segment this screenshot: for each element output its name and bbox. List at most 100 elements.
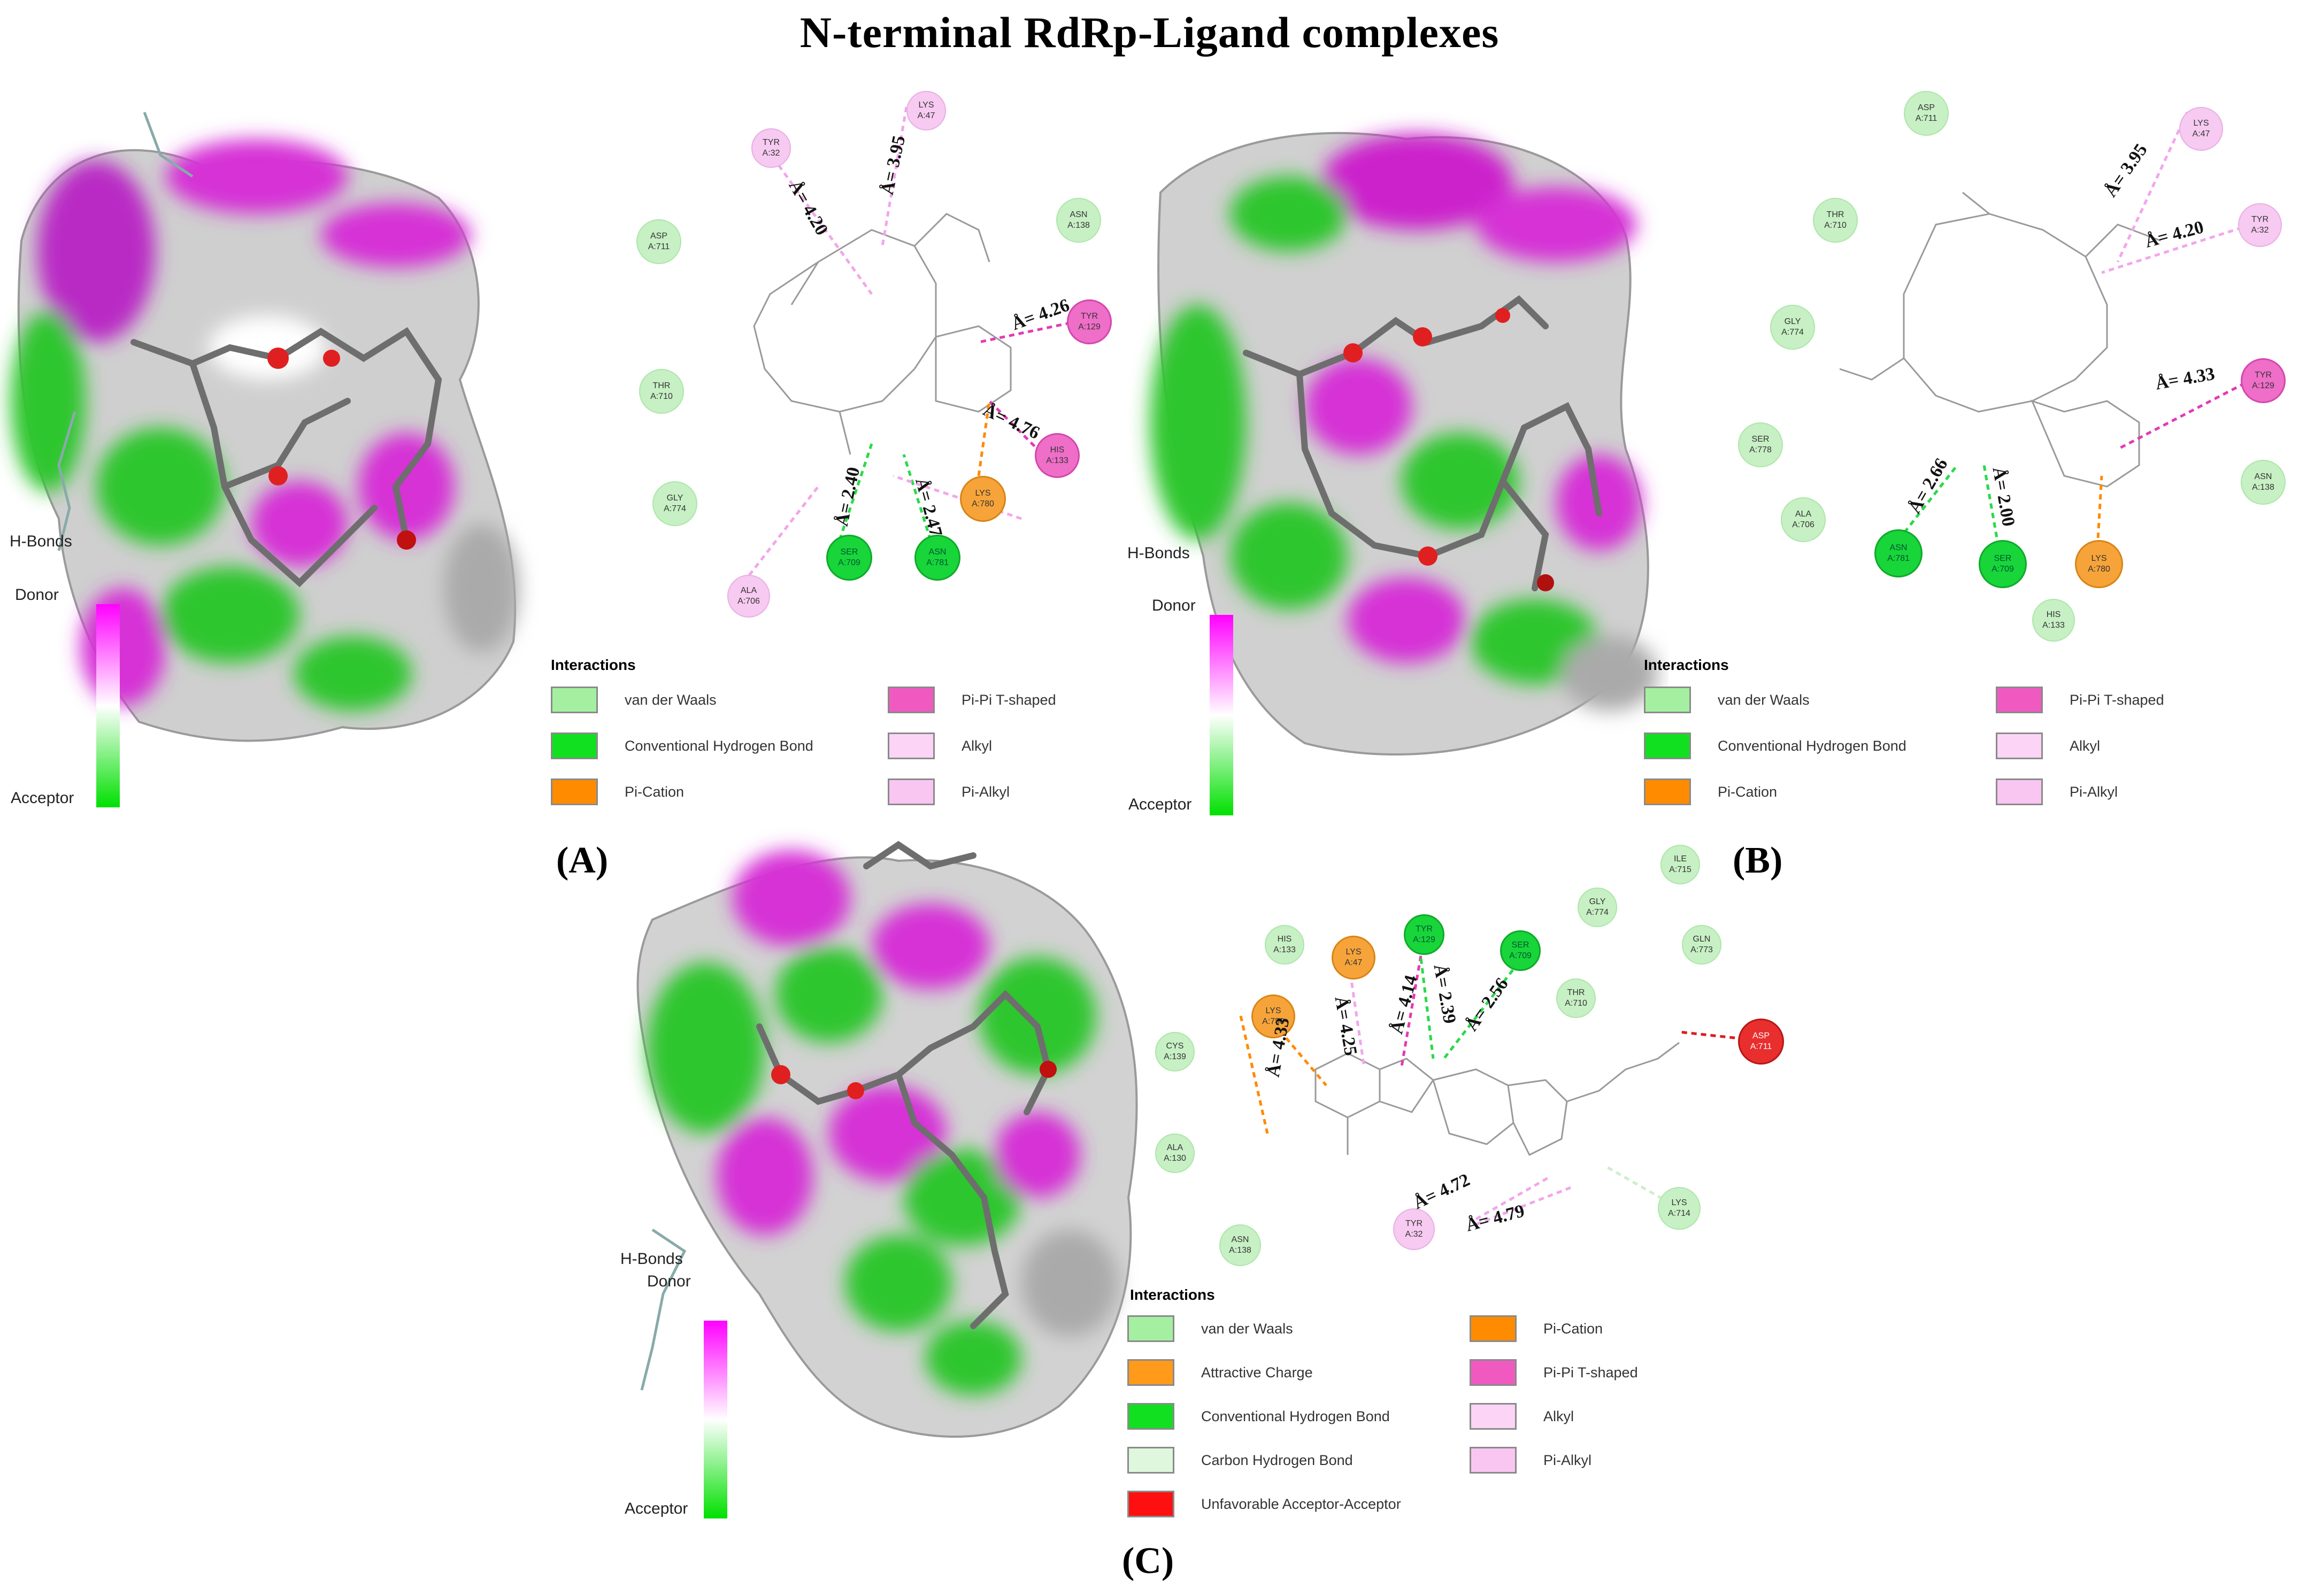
legend-item: Pi-Pi T-shaped: [1470, 1359, 1638, 1386]
legend-item: Pi-Pi T-shaped: [1996, 687, 2164, 713]
panel-b-label: (B): [1733, 840, 1783, 881]
legend-swatch: [888, 778, 935, 805]
legend-item: Alkyl: [1470, 1403, 1574, 1430]
legend-swatch: [551, 687, 598, 713]
panel-a-donor-label: Donor: [15, 586, 59, 604]
legend-swatch: [1644, 733, 1691, 759]
panel-c-donor-label: Donor: [647, 1273, 691, 1290]
legend-swatch: [1127, 1447, 1174, 1474]
legend-item: Pi-Cation: [551, 778, 684, 805]
legend-item: Attractive Charge: [1127, 1359, 1313, 1386]
panel-a-acceptor-label: Acceptor: [11, 789, 74, 807]
legend-swatch: [1127, 1403, 1174, 1430]
legend-swatch: [1470, 1359, 1517, 1386]
legend-item: van der Waals: [1644, 687, 1810, 713]
panel-c-label: (C): [1122, 1540, 1174, 1582]
legend-item: Conventional Hydrogen Bond: [1644, 733, 1906, 759]
panel-b-ligand-sketch: [1839, 111, 2263, 567]
legend-item: Pi-Cation: [1470, 1315, 1603, 1342]
panel-b-acceptor-label: Acceptor: [1128, 796, 1192, 813]
legend-swatch: [1644, 687, 1691, 713]
panel-c-ligand-sketch: [1239, 946, 1755, 1226]
legend-swatch: [1644, 778, 1691, 805]
panel-b-donor-label: Donor: [1152, 597, 1196, 614]
panel-a-legend: Interactions van der Waals Pi-Pi T-shape…: [551, 657, 1118, 817]
legend-swatch: [551, 733, 598, 759]
panel-b-legend: Interactions van der Waals Pi-Pi T-shape…: [1644, 657, 2211, 817]
legend-item: Pi-Alkyl: [888, 778, 1010, 805]
legend-item: Pi-Pi T-shaped: [888, 687, 1056, 713]
figure-title: N-terminal RdRp-Ligand complexes: [799, 8, 1500, 57]
panel-a-surface: [11, 112, 519, 742]
legend-item: Conventional Hydrogen Bond: [1127, 1403, 1390, 1430]
legend-title: Interactions: [1130, 1286, 1215, 1303]
legend-swatch: [1127, 1359, 1174, 1386]
legend-item: van der Waals: [551, 687, 717, 713]
legend-swatch: [1996, 733, 2043, 759]
legend-swatch: [1996, 778, 2043, 805]
legend-swatch: [1127, 1491, 1174, 1517]
panel-b-surface: [1150, 132, 1658, 756]
panel-b-hbond-colorbar: [1210, 615, 1233, 815]
panel-c-surface: [636, 841, 1138, 1438]
legend-title: Interactions: [1644, 657, 1729, 673]
panel-a-ligand-sketch: [742, 106, 1081, 584]
legend-swatch: [1127, 1315, 1174, 1342]
legend-item: Alkyl: [888, 733, 992, 759]
legend-swatch: [551, 778, 598, 805]
panel-a-hbonds-title: H-Bonds: [10, 533, 72, 550]
legend-swatch: [1996, 687, 2043, 713]
legend-item: Pi-Alkyl: [1470, 1447, 1591, 1474]
panel-b-hbonds-title: H-Bonds: [1127, 544, 1190, 562]
legend-swatch: [1470, 1403, 1517, 1430]
panel-c-legend: Interactions van der Waals Pi-Cation Att…: [1127, 1286, 1662, 1522]
legend-swatch: [888, 733, 935, 759]
panel-c-hbonds-title: H-Bonds: [620, 1250, 683, 1268]
legend-swatch: [1470, 1315, 1517, 1342]
legend-item: Alkyl: [1996, 733, 2100, 759]
legend-item: Conventional Hydrogen Bond: [551, 733, 813, 759]
panel-c-acceptor-label: Acceptor: [625, 1500, 688, 1517]
panel-a-label: (A): [556, 840, 609, 881]
legend-swatch: [1470, 1447, 1517, 1474]
legend-item: van der Waals: [1127, 1315, 1293, 1342]
